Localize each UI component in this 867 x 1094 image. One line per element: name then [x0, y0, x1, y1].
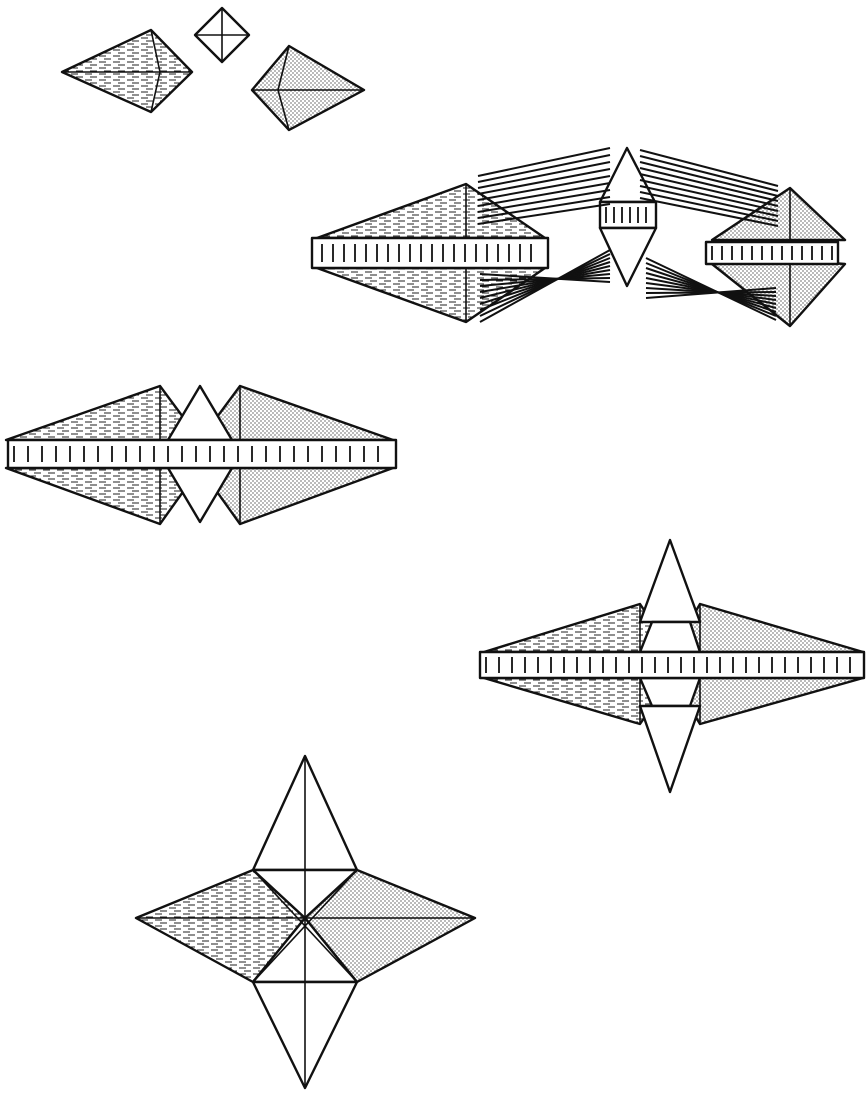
motion-line: [478, 155, 610, 182]
motion-line: [478, 176, 610, 200]
motion-line: [478, 183, 610, 206]
hatched-pyramid-piece: [62, 30, 192, 112]
assembly-with-points: [480, 540, 864, 792]
finished-star: [136, 756, 475, 1088]
exploded-assembly: [312, 148, 845, 326]
small-square-piece: [195, 8, 249, 62]
stippled-pyramid-piece: [252, 46, 364, 130]
partial-assembly: [6, 386, 396, 524]
motion-line: [478, 162, 610, 188]
